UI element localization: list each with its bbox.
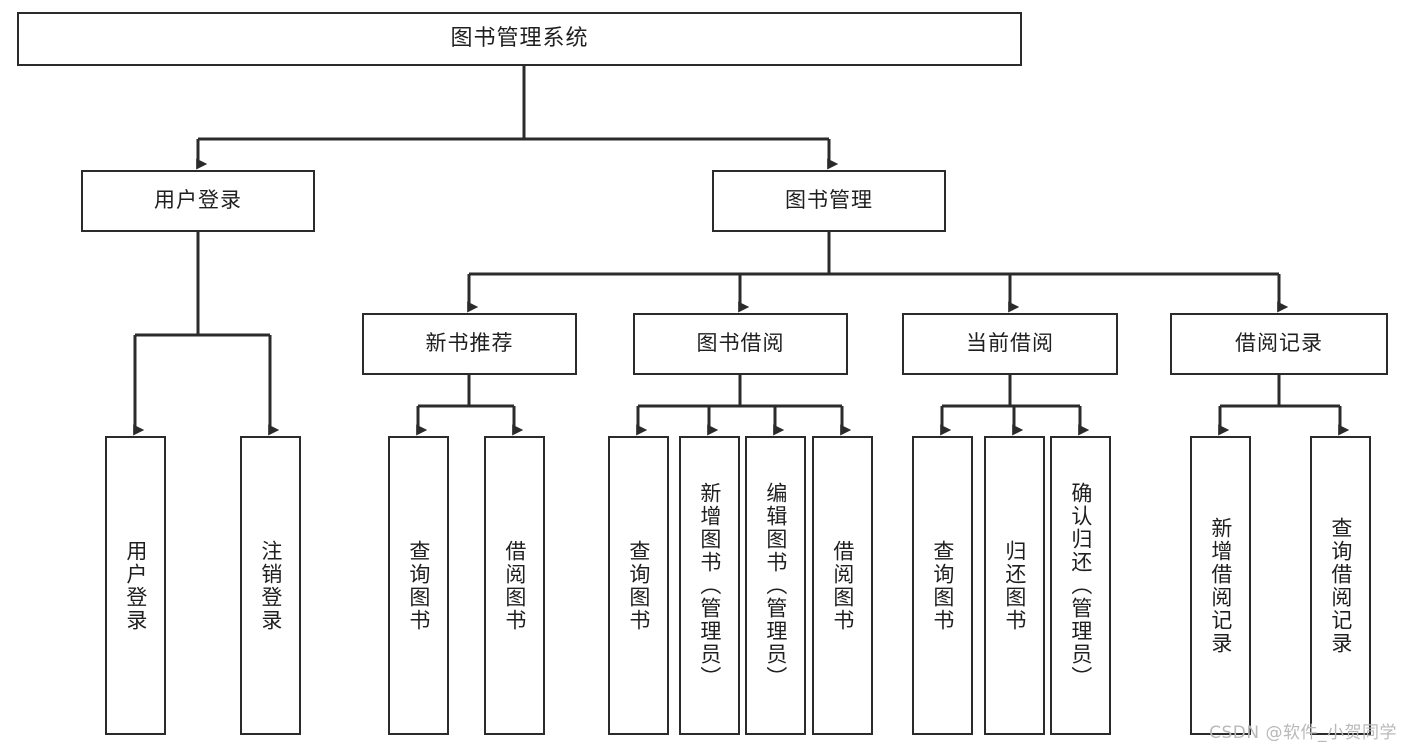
node-leaf-add-book-admin[interactable]: 新增图书（管理员） <box>679 436 740 735</box>
node-current-borrow[interactable]: 当前借阅 <box>902 313 1118 375</box>
node-borrow-record[interactable]: 借阅记录 <box>1170 313 1388 375</box>
node-leaf-user-login-label: 用户登录 <box>123 539 148 632</box>
node-leaf-query-borrow-record-label: 查询借阅记录 <box>1328 516 1353 655</box>
node-leaf-query-book-2-label: 查询图书 <box>626 539 651 632</box>
node-new-book-recommend-label: 新书推荐 <box>425 331 514 356</box>
node-leaf-query-book-1-label: 查询图书 <box>406 539 431 632</box>
node-current-borrow-label: 当前借阅 <box>966 331 1054 356</box>
node-book-manage-label: 图书管理 <box>785 188 873 213</box>
node-leaf-add-borrow-record-label: 新增借阅记录 <box>1208 516 1233 655</box>
node-leaf-add-borrow-record[interactable]: 新增借阅记录 <box>1190 436 1251 735</box>
node-leaf-edit-book-admin[interactable]: 编辑图书（管理员） <box>745 436 806 735</box>
node-borrow-record-label: 借阅记录 <box>1235 331 1323 356</box>
node-root-label: 图书管理系统 <box>450 25 589 51</box>
csdn-watermark: CSDN @软件_小贺同学 <box>1209 723 1397 743</box>
node-leaf-add-book-admin-label: 新增图书（管理员） <box>697 482 722 689</box>
node-leaf-edit-book-admin-label: 编辑图书（管理员） <box>763 482 788 689</box>
node-leaf-query-book-3[interactable]: 查询图书 <box>912 436 973 735</box>
node-leaf-confirm-return-admin-label: 确认归还（管理员） <box>1068 482 1093 689</box>
node-leaf-user-login[interactable]: 用户登录 <box>105 436 166 735</box>
node-user-login-label: 用户登录 <box>154 188 242 213</box>
node-book-borrow-label: 图书借阅 <box>696 331 785 356</box>
node-leaf-query-book-1[interactable]: 查询图书 <box>388 436 449 735</box>
node-book-borrow[interactable]: 图书借阅 <box>633 313 848 375</box>
node-leaf-query-borrow-record[interactable]: 查询借阅记录 <box>1310 436 1371 735</box>
node-leaf-query-book-3-label: 查询图书 <box>930 539 955 632</box>
node-root[interactable]: 图书管理系统 <box>17 12 1022 66</box>
node-leaf-return-book-label: 归还图书 <box>1002 539 1027 632</box>
node-leaf-query-book-2[interactable]: 查询图书 <box>608 436 669 735</box>
node-user-login[interactable]: 用户登录 <box>81 170 315 232</box>
node-book-manage[interactable]: 图书管理 <box>712 170 946 232</box>
node-leaf-borrow-book-1[interactable]: 借阅图书 <box>484 436 545 735</box>
node-leaf-return-book[interactable]: 归还图书 <box>984 436 1045 735</box>
node-leaf-confirm-return-admin[interactable]: 确认归还（管理员） <box>1050 436 1111 735</box>
node-leaf-logout-login-label: 注销登录 <box>258 539 283 632</box>
node-leaf-logout-login[interactable]: 注销登录 <box>240 436 301 735</box>
node-new-book-recommend[interactable]: 新书推荐 <box>362 313 577 375</box>
node-leaf-borrow-book-2[interactable]: 借阅图书 <box>812 436 873 735</box>
node-leaf-borrow-book-1-label: 借阅图书 <box>502 539 527 632</box>
node-leaf-borrow-book-2-label: 借阅图书 <box>830 539 855 632</box>
